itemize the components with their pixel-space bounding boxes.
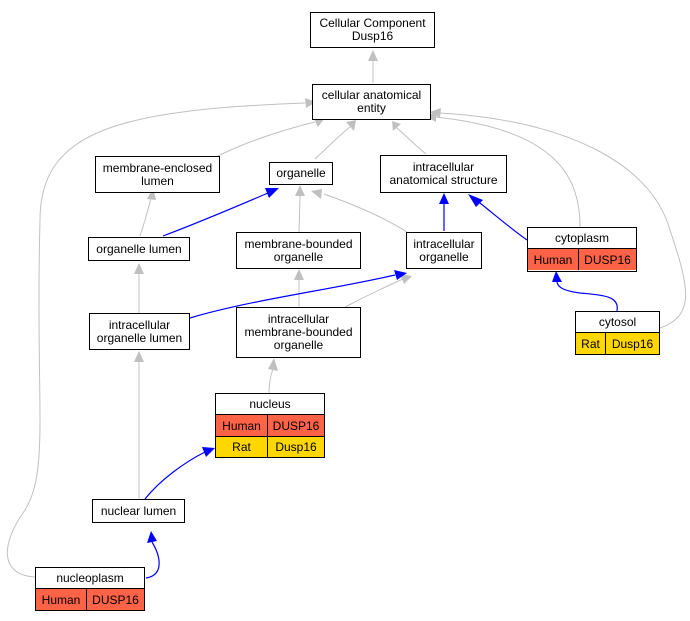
arrowhead-organelle-blue: [265, 188, 279, 198]
arrowhead-mbo: [294, 269, 304, 280]
edge-nl-to-nucleus: [144, 451, 206, 500]
node-organelle-label: organelle: [276, 166, 326, 180]
node-cytosol[interactable]: cytosol Rat Dusp16: [575, 311, 660, 355]
gene-cell: DUSP16: [578, 249, 636, 270]
node-organelle-lumen-label: organelle lumen: [96, 241, 182, 256]
arrowhead-organelle-mbo: [295, 185, 305, 196]
edge-cytosol-to-cae: [439, 112, 687, 329]
annotation-row: Rat Dusp16: [576, 333, 659, 354]
edge-ol-to-organelle: [162, 192, 269, 237]
node-cellular-component[interactable]: Cellular Component Dusp16: [310, 12, 435, 48]
species-cell: Human: [216, 415, 267, 436]
arrowhead-iol: [134, 351, 144, 362]
node-intracellular-membrane-bounded-organelle-label: intracellular membrane-bounded organelle: [244, 312, 353, 352]
arrowhead-ol: [134, 263, 144, 274]
node-cellular-anatomical-entity[interactable]: cellular anatomical entity: [312, 84, 431, 120]
node-intracellular-membrane-bounded-organelle[interactable]: intracellular membrane-bounded organelle: [236, 307, 361, 358]
node-intracellular-organelle-lumen[interactable]: intracellular organelle lumen: [89, 313, 190, 350]
node-nucleoplasm[interactable]: nucleoplasm Human DUSP16: [35, 567, 145, 611]
annotation-row: Human DUSP16: [216, 415, 324, 436]
arrowhead-nl: [147, 531, 157, 543]
gene-cell: DUSP16: [267, 415, 324, 436]
node-cytosol-title: cytosol: [576, 312, 659, 333]
species-cell: Human: [528, 249, 578, 270]
species-cell: Rat: [216, 437, 267, 457]
edge-cytoplasm-to-cae: [434, 116, 581, 228]
gene-cell: DUSP16: [86, 589, 144, 610]
node-membrane-enclosed-lumen[interactable]: membrane-enclosed lumen: [95, 156, 220, 193]
arrowhead-cae-org: [346, 120, 356, 131]
node-nucleus-title: nucleus: [216, 394, 324, 415]
arrowhead-cytoplasm: [552, 271, 562, 282]
edge-mbo-to-organelle: [298, 195, 301, 233]
edge-ol-to-mel: [139, 197, 152, 237]
node-organelle-lumen[interactable]: organelle lumen: [88, 237, 190, 261]
edge-nucleoplasm-to-nl: [145, 541, 160, 579]
edge-iol-to-io: [189, 274, 396, 319]
node-intracellular-anatomical-structure-label: intracellular anatomical structure: [389, 160, 498, 187]
node-intracellular-anatomical-structure[interactable]: intracellular anatomical structure: [380, 155, 507, 193]
edge-mel-to-cae: [217, 121, 316, 157]
arrowhead-ias-right: [468, 194, 483, 207]
annotation-row: Human DUSP16: [36, 589, 144, 610]
gene-cell: Dusp16: [605, 333, 659, 354]
species-cell: Human: [36, 589, 86, 610]
node-membrane-bounded-organelle[interactable]: membrane-bounded organelle: [236, 232, 361, 269]
node-nuclear-lumen[interactable]: nuclear lumen: [92, 499, 185, 523]
arrowhead-io-blue: [394, 270, 407, 280]
node-cellular-anatomical-entity-label: cellular anatomical entity: [321, 88, 422, 115]
arrowhead-io-imbo: [400, 274, 412, 284]
arrowhead-cae-ias: [392, 121, 401, 131]
arrowhead-cc: [368, 50, 378, 61]
edge-io-to-organelle: [323, 193, 408, 233]
edge-ias-to-cae: [396, 127, 427, 155]
arrowhead-ias: [439, 193, 449, 204]
edge-nucleoplasm-to-cae: [6, 102, 306, 578]
species-cell: Rat: [576, 333, 605, 354]
node-nucleus[interactable]: nucleus Human DUSP16 Rat Dusp16: [215, 393, 325, 458]
node-nuclear-lumen-label: nuclear lumen: [100, 503, 177, 518]
gene-cell: Dusp16: [267, 437, 324, 457]
node-cytoplasm[interactable]: cytoplasm Human DUSP16: [527, 227, 637, 272]
node-membrane-enclosed-lumen-label: membrane-enclosed lumen: [102, 160, 213, 188]
node-intracellular-organelle-lumen-label: intracellular organelle lumen: [96, 317, 183, 345]
edge-organelle-to-cae: [314, 126, 351, 160]
edge-cytosol-to-cytoplasm: [556, 281, 618, 312]
edge-cytoplasm-to-ias: [479, 202, 528, 241]
node-intracellular-organelle[interactable]: intracellular organelle: [406, 232, 482, 269]
node-organelle[interactable]: organelle: [269, 162, 333, 185]
arrowhead-cae-right: [430, 108, 441, 118]
node-nucleoplasm-title: nucleoplasm: [36, 568, 144, 589]
node-membrane-bounded-organelle-label: membrane-bounded organelle: [244, 236, 353, 264]
arrowhead-cae-left: [305, 98, 316, 108]
annotation-row: Human DUSP16: [528, 249, 636, 270]
arrowhead-nucleus: [202, 447, 215, 457]
annotation-row: Rat Dusp16: [216, 436, 324, 457]
arrowhead-imbo: [268, 358, 278, 371]
node-cytoplasm-title: cytoplasm: [528, 228, 636, 249]
edge-nucleus-to-imbo: [268, 368, 274, 394]
edge-imbo-to-io: [344, 278, 404, 308]
node-cellular-component-label: Cellular Component Dusp16: [319, 16, 426, 43]
node-intracellular-organelle-label: intracellular organelle: [413, 236, 475, 264]
arrowhead-organelle-io: [311, 189, 322, 199]
